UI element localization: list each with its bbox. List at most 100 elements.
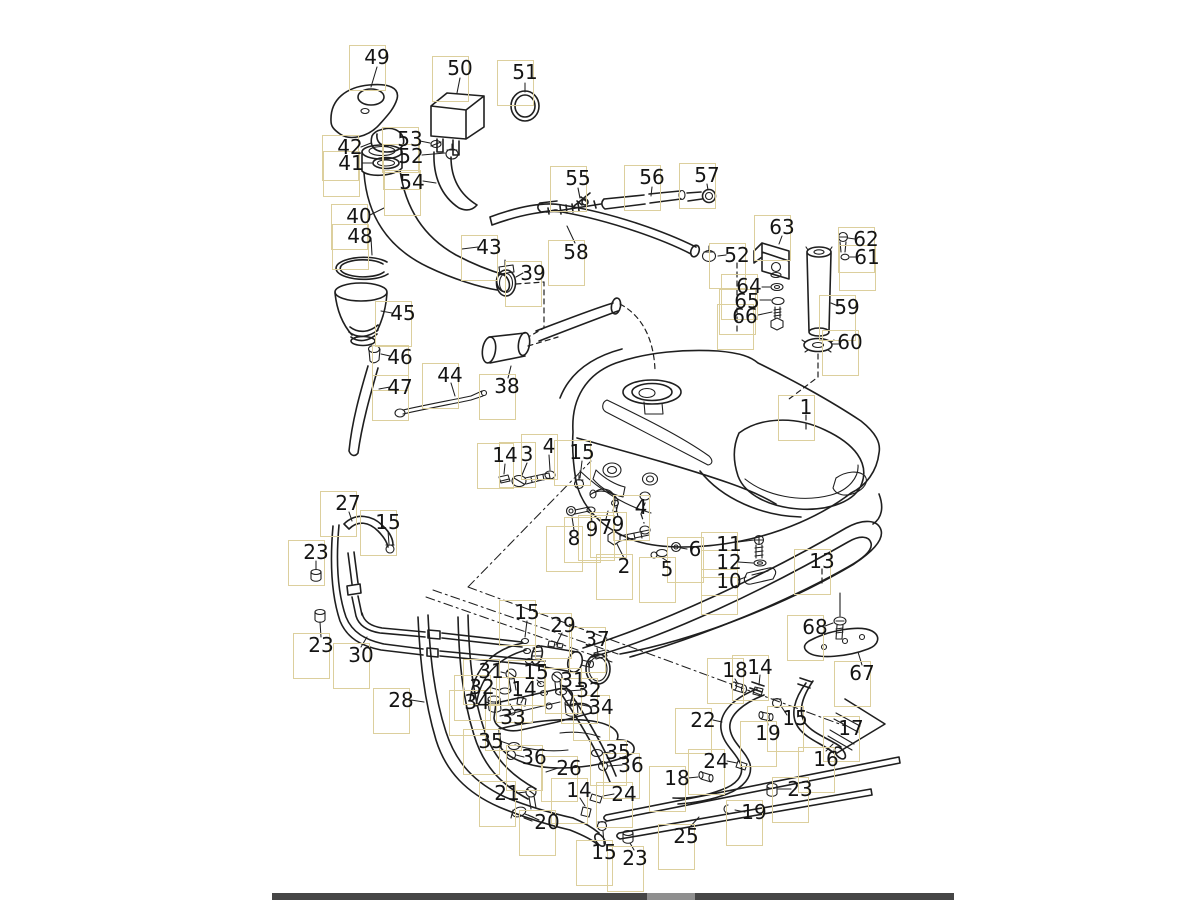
part-number-label[interactable]: 28 [388,688,414,712]
part-number-label[interactable]: 7 [599,515,613,539]
part-number-label[interactable]: 35 [605,740,631,764]
part-number-label[interactable]: 3 [520,442,534,466]
part-hotspot-box[interactable] [384,170,421,216]
part-hotspot-box[interactable] [479,781,516,827]
part-hotspot-box[interactable] [701,569,738,615]
part-number-label[interactable]: 23 [303,540,329,564]
part-number-label[interactable]: 53 [397,127,423,151]
part-hotspot-box[interactable] [293,633,330,679]
part-number-label[interactable]: 62 [853,227,879,251]
part-hotspot-box[interactable] [679,163,716,209]
part-number-label[interactable]: 65 [734,289,760,313]
part-number-label[interactable]: 1 [799,395,813,419]
part-hotspot-box[interactable] [360,510,397,556]
part-number-label[interactable]: 48 [347,224,373,248]
part-number-label[interactable]: 22 [690,708,716,732]
part-number-label[interactable]: 32 [469,675,495,699]
part-number-label[interactable]: 16 [813,747,839,771]
part-number-label[interactable]: 14 [747,655,773,679]
part-hotspot-box[interactable] [479,374,516,420]
part-hotspot-box[interactable] [432,56,469,102]
part-number-label[interactable]: 15 [591,840,617,864]
part-hotspot-box[interactable] [624,165,661,211]
part-hotspot-box[interactable] [519,810,556,856]
part-number-label[interactable]: 60 [837,330,863,354]
part-hotspot-box[interactable] [521,434,558,480]
part-hotspot-box[interactable] [688,749,725,795]
part-number-label[interactable]: 40 [346,204,372,228]
part-hotspot-box[interactable] [675,708,712,754]
part-number-label[interactable]: 24 [703,749,729,773]
part-hotspot-box[interactable] [333,643,370,689]
part-hotspot-box[interactable] [550,166,587,212]
part-hotspot-box[interactable] [320,491,357,537]
part-hotspot-box[interactable] [709,243,746,289]
part-hotspot-box[interactable] [649,766,686,812]
part-number-label[interactable]: 15 [782,706,808,730]
part-number-label[interactable]: 61 [854,245,880,269]
part-hotspot-box[interactable] [288,540,325,586]
part-hotspot-box[interactable] [639,557,676,603]
part-number-label[interactable]: 30 [348,643,374,667]
part-hotspot-box[interactable] [535,613,572,659]
part-number-label[interactable]: 59 [834,295,860,319]
part-number-label[interactable]: 23 [622,846,648,870]
part-hotspot-box[interactable] [508,660,545,706]
part-number-label[interactable]: 31 [478,659,504,683]
part-number-label[interactable]: 15 [375,510,401,534]
part-hotspot-box[interactable] [798,747,835,793]
part-hotspot-box[interactable] [767,706,804,752]
part-number-label[interactable]: 32 [576,678,602,702]
part-hotspot-box[interactable] [373,688,410,734]
part-number-label[interactable]: 6 [688,537,702,561]
part-hotspot-box[interactable] [787,615,824,661]
part-hotspot-box[interactable] [838,227,875,273]
part-number-label[interactable]: 45 [390,301,416,325]
part-number-label[interactable]: 14 [492,443,518,467]
part-number-label[interactable]: 46 [387,345,413,369]
part-number-label[interactable]: 23 [787,777,813,801]
part-number-label[interactable]: 34 [588,695,614,719]
part-hotspot-box[interactable] [461,235,498,281]
part-hotspot-box[interactable] [607,846,644,892]
part-number-label[interactable]: 54 [399,170,425,194]
part-hotspot-box[interactable] [658,824,695,870]
part-number-label[interactable]: 36 [521,745,547,769]
part-number-label[interactable]: 15 [514,600,540,624]
part-number-label[interactable]: 67 [849,661,875,685]
part-number-label[interactable]: 14 [566,778,592,802]
part-hotspot-box[interactable] [554,440,591,486]
part-number-label[interactable]: 17 [838,716,864,740]
part-number-label[interactable]: 66 [732,304,758,328]
part-hotspot-box[interactable] [772,777,809,823]
part-hotspot-box[interactable] [590,512,627,558]
part-hotspot-box[interactable] [322,135,359,181]
part-hotspot-box[interactable] [819,295,856,341]
part-hotspot-box[interactable] [496,677,533,723]
part-hotspot-box[interactable] [477,443,514,489]
part-hotspot-box[interactable] [576,840,613,886]
part-number-label[interactable]: 29 [550,613,576,637]
part-hotspot-box[interactable] [383,144,420,190]
part-number-label[interactable]: 52 [724,243,750,267]
part-number-label[interactable]: 58 [563,240,589,264]
part-number-label[interactable]: 64 [736,274,762,298]
part-number-label[interactable]: 23 [308,633,334,657]
part-number-label[interactable]: 41 [338,151,364,175]
part-hotspot-box[interactable] [823,716,860,762]
part-hotspot-box[interactable] [613,495,650,541]
part-number-label[interactable]: 25 [673,824,699,848]
part-hotspot-box[interactable] [323,151,360,197]
part-hotspot-box[interactable] [506,745,543,791]
part-number-label[interactable]: 21 [494,781,520,805]
part-hotspot-box[interactable] [463,659,500,705]
part-number-label[interactable]: 44 [437,363,463,387]
part-number-label[interactable]: 9 [585,517,599,541]
part-number-label[interactable]: 9 [611,512,625,536]
part-hotspot-box[interactable] [551,778,588,824]
part-number-label[interactable]: 38 [494,374,520,398]
part-number-label[interactable]: 55 [565,166,591,190]
part-number-label[interactable]: 51 [512,60,538,84]
part-number-label[interactable]: 4 [634,495,648,519]
part-hotspot-box[interactable] [596,782,633,828]
